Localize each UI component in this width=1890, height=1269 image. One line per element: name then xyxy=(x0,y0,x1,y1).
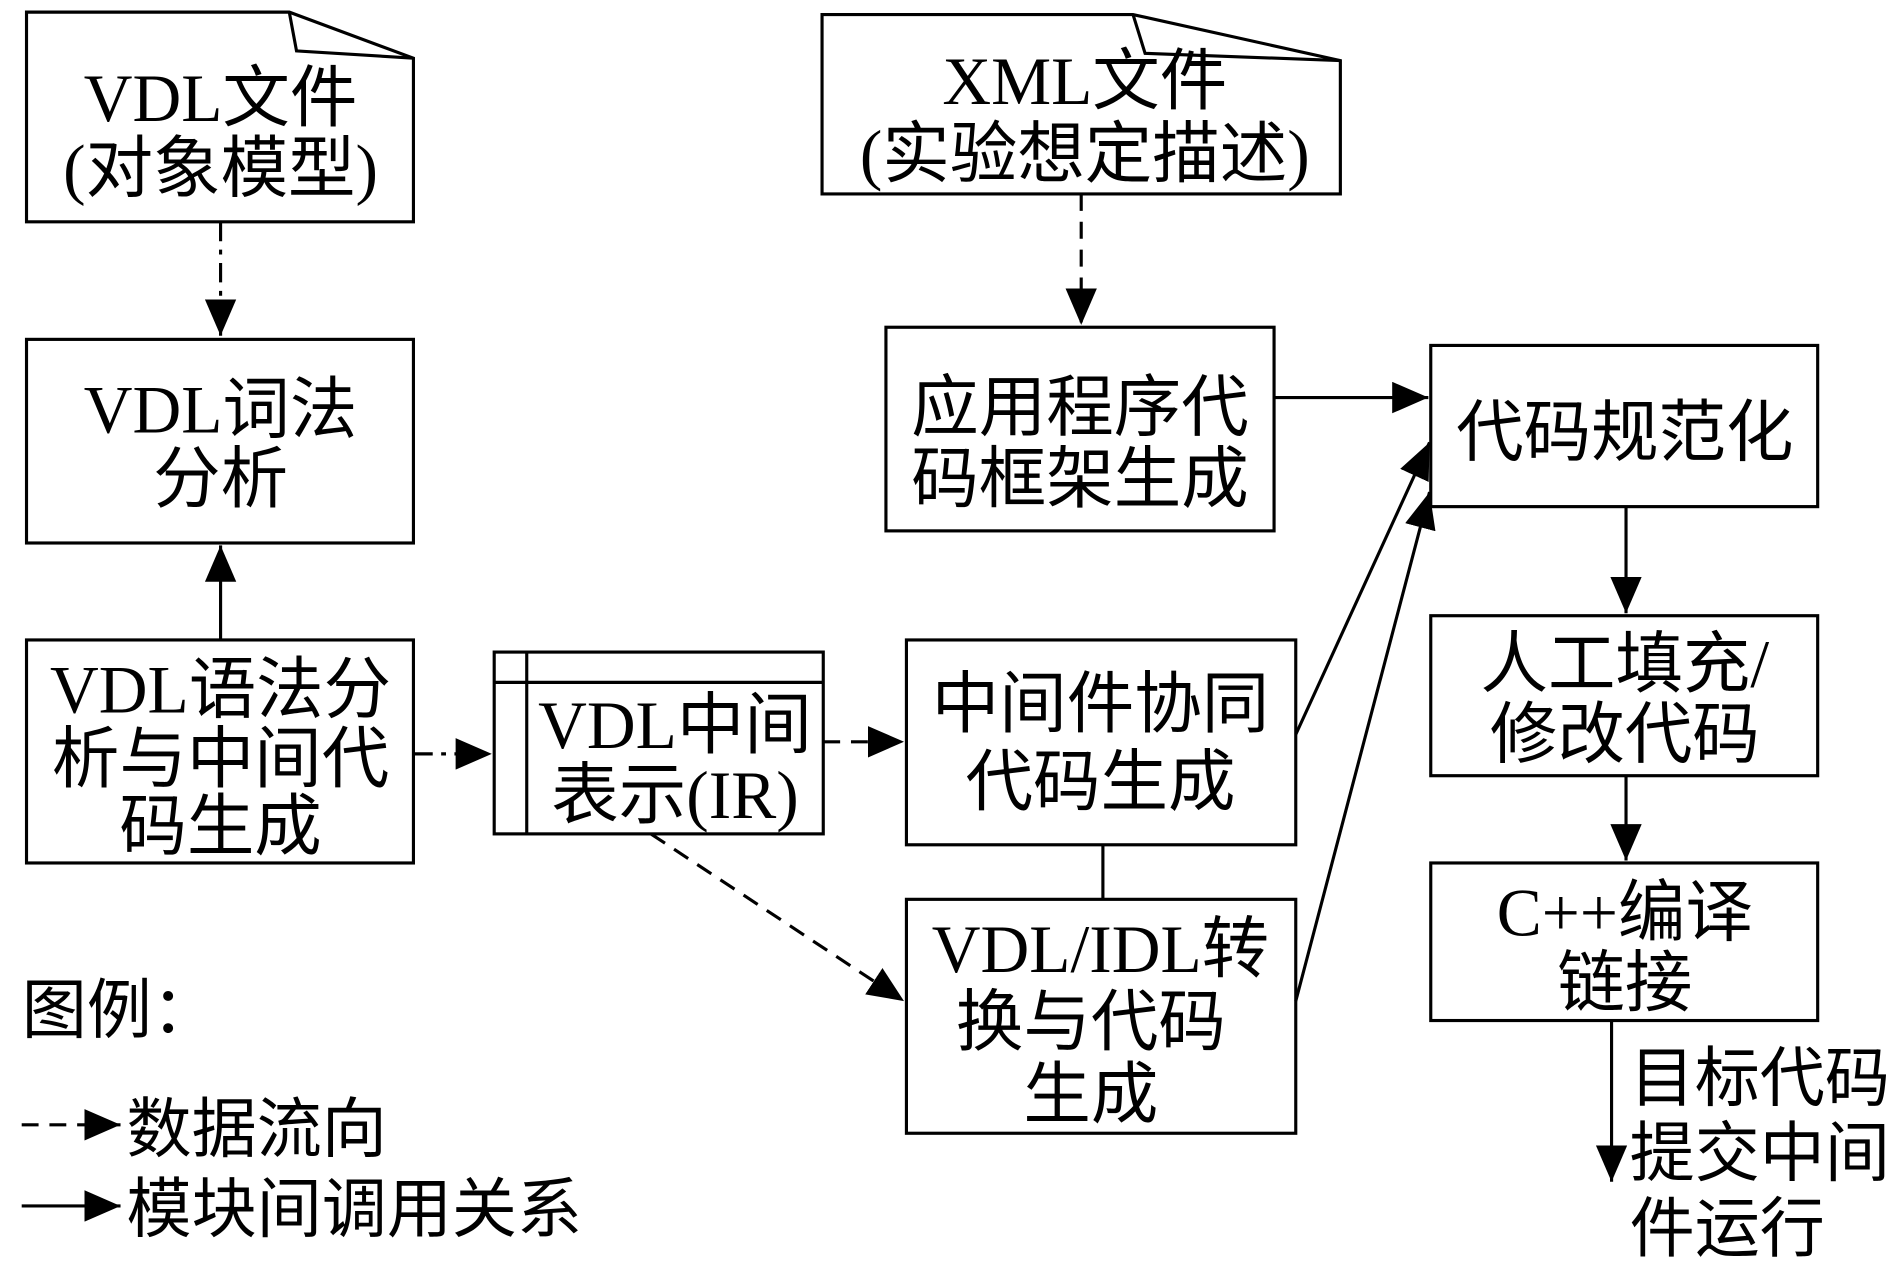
app-frame-line-1: 应用程序代 xyxy=(911,370,1248,445)
compile-line-2: 链接 xyxy=(1557,946,1692,1021)
xml-file-fold xyxy=(1131,14,1341,63)
middleware-line-1: 中间件协同 xyxy=(932,667,1269,742)
compile-line-1: C++编译 xyxy=(1497,876,1753,951)
legend-call-label: 模块间调用关系 xyxy=(127,1174,582,1246)
syntax-line-2: 析与中间代 xyxy=(52,722,389,797)
legend-title: 图例： xyxy=(22,975,217,1047)
ir-line-2: 表示(IR) xyxy=(551,758,798,833)
normalize-node: 代码规范化 xyxy=(1429,343,1820,509)
xml-file-line-1: XML文件 xyxy=(942,44,1227,119)
app-frame-box xyxy=(884,325,1276,533)
app-frame-node: 应用程序代 码框架生成 xyxy=(884,325,1276,533)
arrow-ir-to-idl xyxy=(650,832,905,1003)
middleware-codegen-node: 中间件协同 代码生成 xyxy=(904,638,1298,847)
app-frame-line-2: 码框架生成 xyxy=(911,442,1248,517)
syntax-analysis-box xyxy=(24,638,416,865)
xml-file-shape xyxy=(820,12,1342,196)
syntax-line-3: 码生成 xyxy=(119,789,321,864)
manual-edit-node: 人工填充/ 修改代码 xyxy=(1429,614,1820,778)
compile-link-node: C++编译 链接 xyxy=(1429,861,1820,1023)
legend: 图例： 数据流向 模块间调用关系 xyxy=(22,975,582,1246)
lexical-line-2: 分析 xyxy=(153,442,288,517)
idl-line-3: 生成 xyxy=(1023,1057,1158,1132)
arrow-idl-to-normalize xyxy=(1294,491,1436,1002)
xml-file-document: XML文件 (实验想定描述) xyxy=(820,12,1342,196)
manual-line-1: 人工填充/ xyxy=(1480,627,1769,702)
manual-line-2: 修改代码 xyxy=(1490,697,1760,772)
idl-line-2: 换与代码 xyxy=(956,985,1226,1060)
output-label-line-2: 提交中间 xyxy=(1630,1119,1890,1191)
output-label-line-1: 目标代码 xyxy=(1630,1043,1890,1115)
syntax-line-1: VDL语法分 xyxy=(50,653,391,728)
middleware-codegen-box xyxy=(904,638,1298,847)
idl-line-1: VDL/IDL转 xyxy=(932,912,1269,987)
xml-file-line-2: (实验想定描述) xyxy=(860,117,1310,192)
vdl-file-document: VDL文件 (对象模型) xyxy=(24,10,416,224)
idl-conversion-box xyxy=(904,897,1298,1135)
manual-edit-box xyxy=(1429,614,1820,778)
normalize-box xyxy=(1429,343,1820,509)
middleware-line-2: 代码生成 xyxy=(966,745,1236,820)
vdl-file-fold xyxy=(287,11,414,60)
lexical-analysis-box xyxy=(24,337,416,545)
syntax-analysis-node: VDL语法分 析与中间代 码生成 xyxy=(24,638,416,865)
lexical-analysis-node: VDL词法 分析 xyxy=(24,337,416,545)
normalize-line-1: 代码规范化 xyxy=(1456,396,1793,471)
vdl-file-line-1: VDL文件 xyxy=(84,61,358,136)
output-label-line-3: 件运行 xyxy=(1630,1194,1825,1266)
vdl-file-line-2: (对象模型) xyxy=(63,131,378,206)
compile-link-box xyxy=(1429,861,1820,1023)
ir-line-1: VDL中间 xyxy=(538,688,812,763)
idl-conversion-node: VDL/IDL转 换与代码 生成 xyxy=(904,897,1298,1135)
legend-data-flow-label: 数据流向 xyxy=(127,1094,387,1166)
arrow-middleware-to-normalize xyxy=(1294,441,1431,736)
ir-node: VDL中间 表示(IR) xyxy=(492,650,825,836)
lexical-line-1: VDL词法 xyxy=(84,373,358,448)
vdl-file-shape xyxy=(24,10,416,224)
